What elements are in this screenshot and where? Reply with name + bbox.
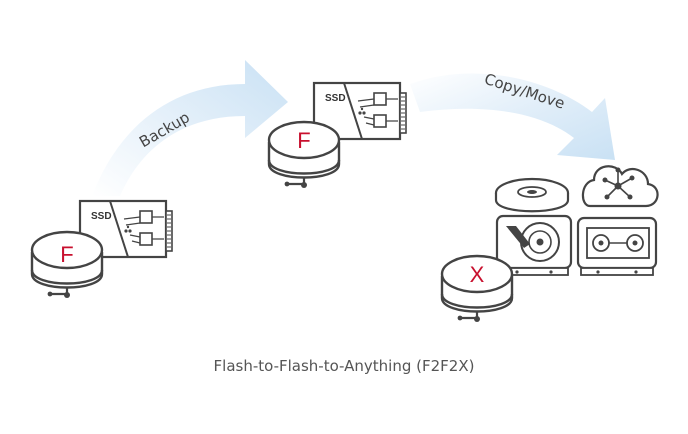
target-disk: X — [440, 254, 514, 324]
source-disk-letter: F — [60, 242, 73, 267]
backup-ssd-label: SSD — [325, 93, 346, 104]
optical-disc-icon — [494, 177, 570, 213]
diagram-caption: Flash-to-Flash-to-Anything (F2F2X) — [213, 357, 475, 375]
tape-icon — [576, 216, 658, 276]
backup-ssd: SSD — [312, 81, 408, 141]
copy-move-arrow — [410, 73, 615, 160]
backup-disk-letter: F — [297, 128, 310, 153]
hdd-icon — [495, 214, 573, 276]
source-ssd: SSD — [78, 199, 174, 259]
backup-disk: F — [267, 120, 341, 190]
target-disk-letter: X — [470, 262, 485, 287]
source-disk: F — [30, 230, 104, 300]
cloud-icon — [581, 165, 659, 208]
source-ssd-label: SSD — [91, 211, 112, 222]
backup-arrow — [92, 60, 288, 196]
